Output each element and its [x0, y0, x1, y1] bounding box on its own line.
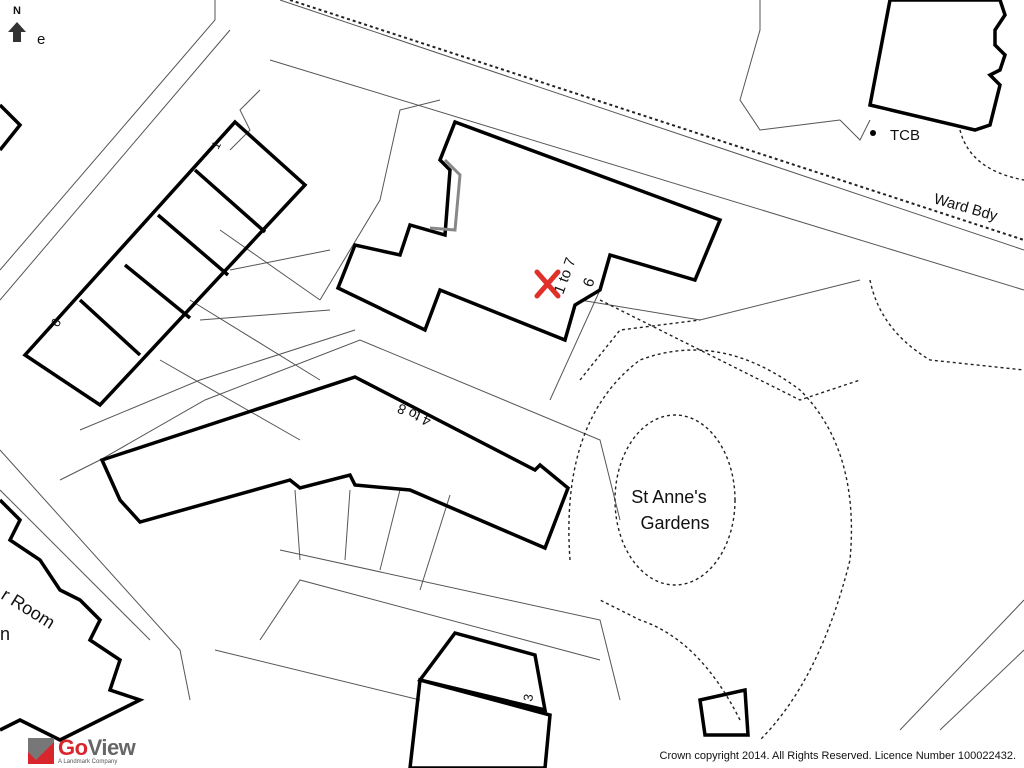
number-6-label: 6 — [580, 276, 599, 290]
logo-tagline: A Landmark Company — [58, 759, 118, 765]
north-label: N — [13, 5, 21, 17]
number-3-label: 3 — [520, 693, 536, 703]
red-cross-marker-icon[interactable] — [534, 269, 561, 299]
dotted-paths — [289, 0, 1024, 741]
tcb-dot — [870, 130, 876, 136]
ward-boundary-label: Ward Bdy — [932, 191, 1000, 225]
logo-view: View — [87, 735, 136, 760]
logo-text: GoView — [58, 735, 136, 761]
building-4-to-8 — [99, 375, 571, 551]
building-left-edge — [0, 103, 23, 152]
building-bottom-left — [0, 498, 145, 742]
map-labels: St Anne's Gardens TCB Ward Bdy 1 to 7 6 … — [0, 31, 1000, 703]
building-small — [698, 687, 750, 737]
goview-logo: GoView A Landmark Company — [28, 735, 158, 768]
grey-wall — [429, 158, 462, 232]
building-top-right — [867, 0, 1008, 132]
garden-label-line1: St Anne's — [631, 487, 707, 507]
copyright-notice: Crown copyright 2014. All Rights Reserve… — [659, 750, 1016, 762]
partial-n-label: n — [0, 624, 10, 644]
north-arrow-icon: N — [8, 5, 26, 42]
logo-go: Go — [58, 735, 88, 760]
edge-e-label: e — [37, 31, 45, 48]
building-3 — [408, 630, 552, 768]
logo-mark-icon — [28, 738, 54, 764]
thin-lines — [0, 0, 1024, 731]
block-4-to-8-label: 4 to 8 — [395, 400, 434, 429]
garden-label-line2: Gardens — [640, 513, 709, 533]
building-terrace-left — [22, 119, 308, 408]
tcb-label: TCB — [890, 127, 920, 144]
building-1-to-7 — [335, 119, 723, 343]
